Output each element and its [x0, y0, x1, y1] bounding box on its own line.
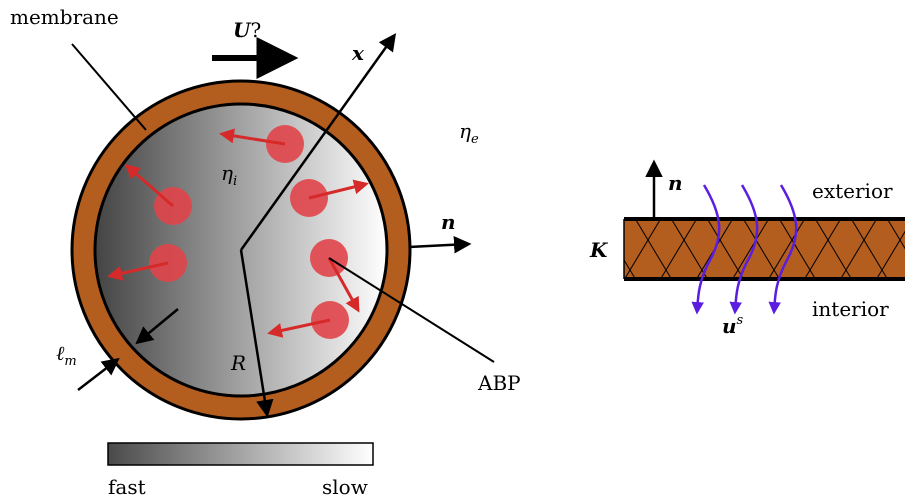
thickness-label: ℓm: [56, 341, 77, 369]
slip-velocity-label: us: [722, 313, 744, 338]
flow-line: [729, 184, 759, 315]
abp-label: ABP: [477, 371, 521, 395]
colorbar-min-label: fast: [108, 475, 146, 499]
colorbar-gradient: [107, 442, 374, 466]
particles: [107, 125, 369, 339]
abp-leader: [328, 257, 495, 363]
membrane-slab: [623, 159, 905, 315]
flow-line: [768, 184, 798, 315]
membrane-label: membrane: [10, 5, 119, 29]
thickness-arrow-inner: [135, 308, 179, 345]
eta-i-label: ηi: [221, 161, 237, 189]
vesicle: [70, 33, 495, 421]
radius-arrow: [239, 249, 274, 418]
colorbar-max-label: slow: [322, 475, 368, 499]
flow-lines: [691, 184, 798, 315]
slab-hatch: [624, 219, 905, 279]
particle: [124, 164, 192, 225]
eta-e-label: ηe: [459, 119, 479, 147]
interior-label: interior: [812, 297, 889, 321]
particle: [107, 244, 187, 282]
radius-label: R: [230, 351, 246, 375]
particle: [219, 125, 304, 163]
speed-colorbar: fast slow: [107, 442, 374, 499]
permeability-label: K: [589, 238, 609, 262]
thickness-arrow-outer: [77, 357, 120, 391]
particle: [267, 301, 349, 339]
velocity-label: U?: [233, 18, 261, 42]
flow-line: [691, 184, 721, 315]
x-axis-label: x: [351, 41, 365, 65]
normal-arrow-left: [408, 235, 472, 254]
normal-label-left: n: [441, 210, 456, 234]
particle: [290, 179, 369, 217]
exterior-label: exterior: [812, 179, 893, 203]
x-axis-arrow: [239, 33, 397, 251]
membrane-leader: [71, 43, 147, 131]
normal-label-right: n: [668, 171, 683, 195]
